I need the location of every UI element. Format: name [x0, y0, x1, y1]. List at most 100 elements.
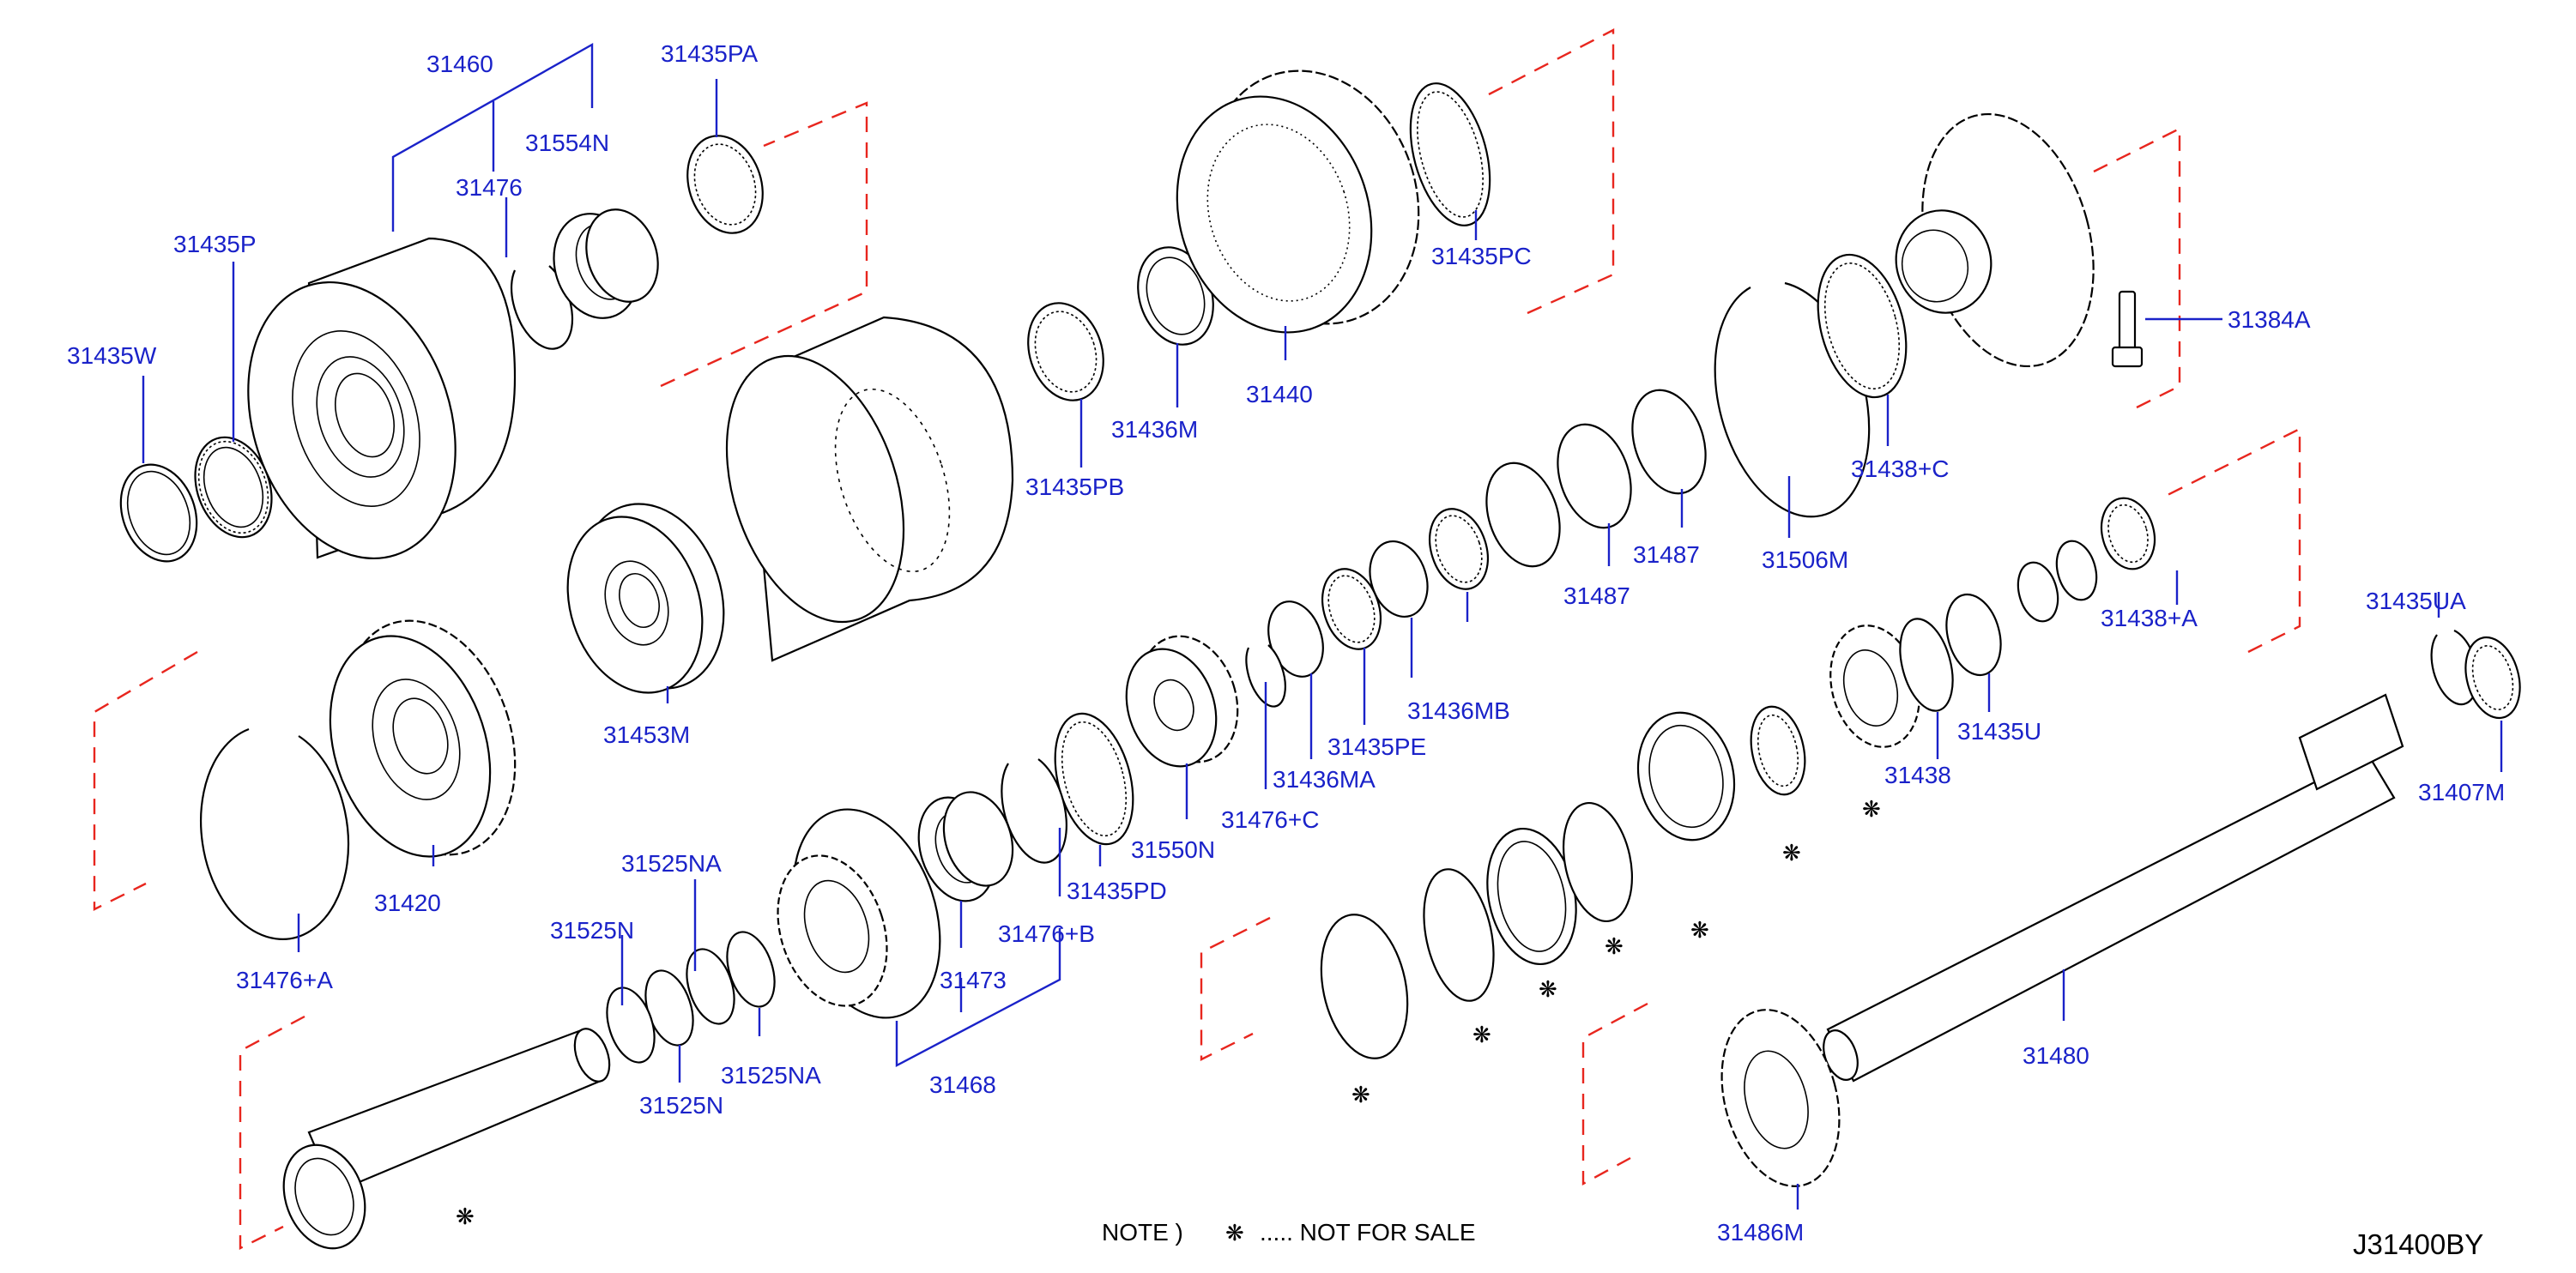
label-31435P: 31435P: [173, 231, 257, 257]
drum-lower-5: [1636, 711, 1736, 842]
ring-lower-4: [1562, 801, 1634, 923]
label-31554N: 31554N: [525, 130, 609, 156]
washer-31438-b: [1899, 618, 1954, 712]
bolt-31384A: [2111, 290, 2144, 368]
ring-lower-2: [1423, 868, 1495, 1002]
label-31435PD: 31435PD: [1067, 878, 1167, 904]
frame-bottom-left: [239, 1015, 305, 1250]
diagram-code: J31400BY: [2353, 1228, 2483, 1260]
washer-31435PB: [1027, 302, 1104, 401]
nfs-marker: ❋: [1862, 797, 1881, 823]
frame-bottom-center: [1200, 916, 1271, 1061]
washer-31435PC: [1409, 82, 1491, 226]
nfs-marker: ❋: [1472, 1023, 1491, 1048]
ring-31487-c: [1485, 462, 1561, 568]
drum-31460: [247, 237, 517, 559]
label-31420: 31420: [374, 890, 441, 916]
ring-31486F-a: [2017, 561, 2059, 623]
washer-lower-1: [1320, 914, 1409, 1059]
gear-31420: [329, 619, 517, 858]
label-31487-a: 31487: [1633, 541, 1700, 568]
label-31460: 31460: [426, 51, 493, 77]
parts: [119, 69, 2521, 1250]
label-31453M: 31453M: [603, 721, 690, 748]
label-31550N: 31550N: [1131, 836, 1215, 863]
label-31487-b: 31487: [1563, 582, 1630, 609]
note-symbol: ❋: [1225, 1221, 1244, 1246]
carrier-31453M: [566, 503, 725, 694]
note-text: ..... NOT FOR SALE: [1260, 1219, 1476, 1246]
label-31436MA: 31436MA: [1273, 766, 1376, 793]
seal-31525NA-b: [686, 948, 735, 1025]
label-31525N-bottom: 31525N: [639, 1092, 723, 1119]
hub-31550N: [1125, 635, 1239, 768]
part-labels: 31460 31435PA 31554N 31476 31435P 31435W…: [67, 40, 2505, 1246]
nfs-marker: ❋: [1539, 977, 1557, 1003]
label-31384A: 31384A: [2228, 306, 2311, 333]
label-31525NA-bottom: 31525NA: [721, 1062, 821, 1089]
label-31435U: 31435U: [1957, 718, 2041, 745]
nfs-marker: ❋: [1690, 918, 1709, 944]
frame-left-middle: [93, 650, 198, 911]
label-31476C: 31476+C: [1221, 806, 1319, 833]
bearing-31473: [917, 791, 1014, 902]
washer-31438A: [2100, 497, 2156, 570]
drum-31450: [725, 316, 1014, 662]
washer-31407M: [2464, 636, 2521, 720]
label-31476A: 31476+A: [236, 967, 333, 993]
label-31435PA: 31435PA: [661, 40, 758, 67]
label-31435PC: 31435PC: [1431, 243, 1532, 269]
label-31468: 31468: [929, 1071, 996, 1098]
ring-31487-b: [1557, 423, 1632, 529]
label-31435PB: 31435PB: [1025, 474, 1124, 500]
label-31438C: 31438+C: [1851, 456, 1949, 482]
note-prefix: NOTE ): [1102, 1219, 1183, 1246]
label-31440: 31440: [1246, 381, 1313, 407]
washer-31436MB-a: [1429, 508, 1489, 590]
snapring-31476C: [1245, 644, 1286, 708]
label-31436MB: 31436MB: [1407, 697, 1510, 724]
nfs-marker: ❋: [1605, 934, 1624, 960]
nfs-marker: ❋: [456, 1204, 475, 1230]
gear-drum-31440: [1176, 69, 1420, 334]
label-31407M: 31407M: [2418, 779, 2505, 805]
label-31480: 31480: [2023, 1042, 2089, 1069]
ring-31435W: [119, 463, 198, 563]
shaft-31480: [1823, 693, 2404, 1083]
label-31486M: 31486M: [1717, 1219, 1804, 1246]
ring-31435U: [1945, 593, 2002, 677]
housing-top-right: [1895, 112, 2095, 368]
ring-31487-a: [1631, 389, 1707, 495]
drum-31468: [777, 808, 941, 1019]
label-31476: 31476: [456, 174, 523, 201]
gear-31486M: [1720, 1009, 1841, 1187]
label-31476B: 31476+B: [998, 920, 1095, 947]
frame-right-middle: [2162, 427, 2301, 654]
dashed-frames: [93, 28, 2301, 1250]
washer-31435PA: [686, 135, 764, 234]
footer: NOTE ) ❋ ..... NOT FOR SALE J31400BY: [1102, 1219, 2483, 1260]
snapring-31476B: [1001, 758, 1067, 864]
shaft-input: [282, 1028, 611, 1250]
nfs-marker: ❋: [1351, 1083, 1370, 1108]
nfs-marker: ❋: [1782, 841, 1801, 866]
frame-top-center: [1488, 28, 1615, 315]
label-31438A: 31438+A: [2101, 605, 2198, 631]
seal-31525N-b: [606, 986, 656, 1064]
frame-top-left: [660, 101, 868, 388]
label-31525N-top: 31525N: [550, 917, 634, 944]
label-31506M: 31506M: [1762, 546, 1848, 573]
washer-lower-6: [1750, 705, 1806, 796]
label-31435UA: 31435UA: [2366, 588, 2466, 614]
not-for-sale-markers: ❋ ❋ ❋ ❋ ❋ ❋ ❋ ❋: [456, 797, 1881, 1230]
label-31438: 31438: [1884, 762, 1951, 788]
label-31525NA-top: 31525NA: [621, 850, 722, 877]
ring-31486F-b: [2055, 540, 2098, 601]
leader-lines: [142, 42, 2503, 1210]
frame-bottom-gear: [1581, 1002, 1648, 1186]
snapring-31476A: [200, 727, 350, 940]
label-31473: 31473: [940, 967, 1007, 993]
label-31436M: 31436M: [1111, 416, 1198, 443]
bearing-31554N: [553, 208, 659, 319]
